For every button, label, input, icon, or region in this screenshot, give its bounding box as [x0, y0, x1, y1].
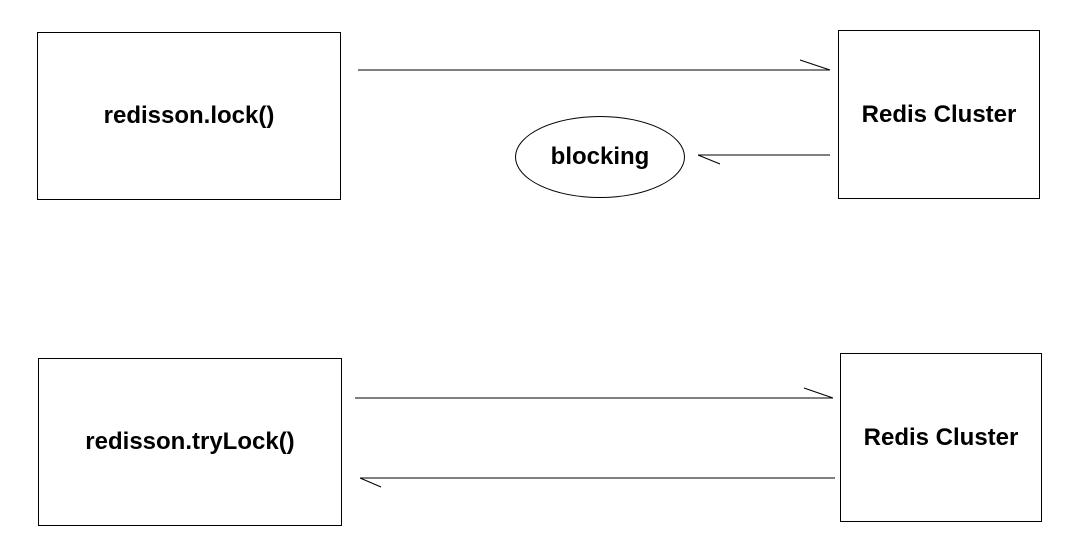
top-response-arrowhead [697, 154, 721, 165]
trylock-client-label: redisson.tryLock() [85, 428, 295, 455]
bottom-request-arrow [355, 387, 834, 399]
bottom-redis-cluster-label: Redis Cluster [863, 423, 1019, 451]
blocking-ellipse: blocking [515, 116, 685, 198]
top-request-arrow [358, 59, 831, 71]
lock-client-label: redisson.lock() [103, 102, 275, 129]
trylock-client-box: redisson.tryLock() [38, 358, 342, 526]
bottom-redis-cluster-box: Redis Cluster [840, 353, 1042, 522]
bottom-response-arrowhead [359, 477, 382, 488]
lock-client-box: redisson.lock() [37, 32, 341, 200]
bottom-response-arrow [359, 477, 835, 488]
top-redis-cluster-label: Redis Cluster [861, 100, 1017, 128]
top-redis-cluster-box: Redis Cluster [838, 30, 1040, 199]
top-request-arrowhead [799, 59, 831, 71]
blocking-label: blocking [550, 143, 650, 170]
bottom-request-arrowhead [803, 387, 834, 399]
top-response-arrow [697, 154, 830, 165]
